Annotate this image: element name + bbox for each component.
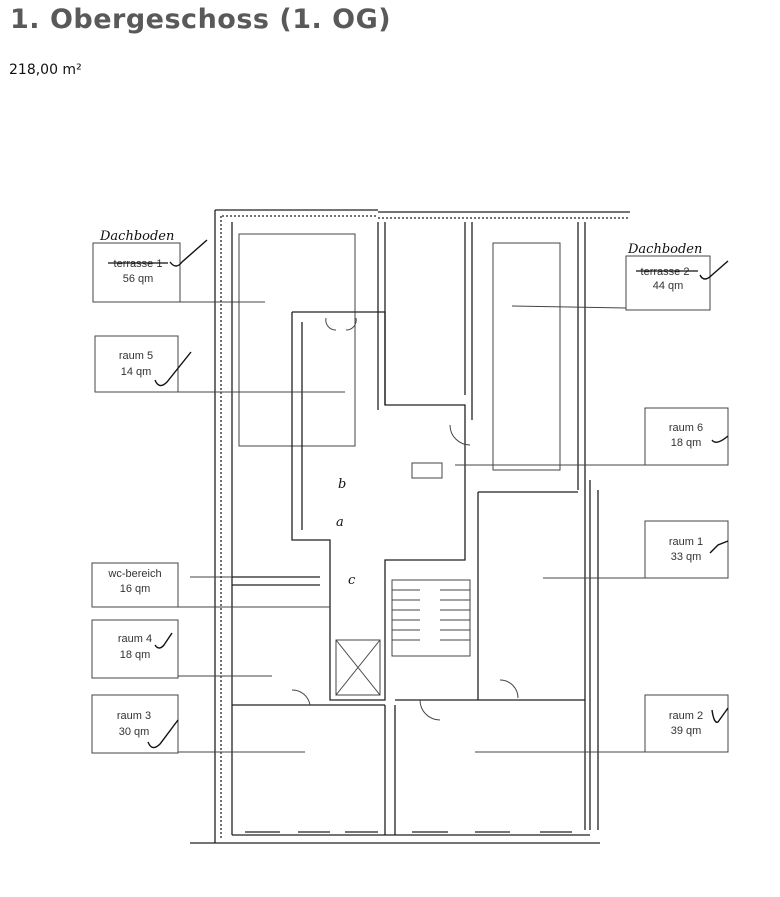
handwritten-annotation: Dachboden	[99, 229, 174, 244]
handwritten-annotation: Dachboden	[627, 242, 702, 257]
svg-text:18 qm: 18 qm	[671, 437, 702, 449]
svg-text:30 qm: 30 qm	[119, 726, 150, 738]
svg-text:raum 4: raum 4	[118, 633, 152, 645]
label-terrasse2: Dachboden terrasse 2 44 qm	[511, 242, 729, 311]
svg-text:raum 1: raum 1	[669, 536, 703, 548]
svg-text:terrasse 2: terrasse 2	[641, 266, 690, 278]
svg-text:33 qm: 33 qm	[671, 551, 702, 563]
label-terrasse1: Dachboden terrasse 1 56 qm	[92, 229, 265, 303]
label-wc-bereich: wc-bereich 16 qm	[91, 562, 330, 608]
label-raum4: raum 4 18 qm	[91, 619, 272, 679]
svg-text:wc-bereich: wc-bereich	[107, 568, 161, 580]
svg-text:raum 2: raum 2	[669, 710, 703, 722]
svg-text:16 qm: 16 qm	[120, 583, 151, 595]
svg-text:44 qm: 44 qm	[653, 280, 684, 292]
svg-text:raum 3: raum 3	[117, 710, 151, 722]
label-raum2: raum 2 39 qm	[475, 694, 729, 753]
room-letter-a: a	[336, 515, 344, 530]
floor-area: 218,00 m²	[9, 62, 82, 78]
label-raum3: raum 3 30 qm	[91, 694, 305, 754]
label-raum1: raum 1 33 qm	[543, 520, 729, 579]
svg-text:14 qm: 14 qm	[121, 366, 152, 378]
label-raum6: raum 6 18 qm	[455, 407, 729, 466]
svg-text:18 qm: 18 qm	[120, 649, 151, 661]
svg-text:raum 6: raum 6	[669, 422, 703, 434]
svg-text:raum 5: raum 5	[119, 350, 153, 362]
page-title: 1. Obergeschoss (1. OG)	[10, 4, 392, 35]
walls	[190, 209, 630, 844]
svg-text:39 qm: 39 qm	[671, 725, 702, 737]
svg-text:56 qm: 56 qm	[123, 273, 154, 285]
room-letter-b: b	[338, 477, 346, 492]
label-raum5: raum 5 14 qm	[94, 335, 345, 393]
svg-text:terrasse 1: terrasse 1	[114, 258, 163, 270]
room-letter-c: c	[348, 573, 356, 588]
